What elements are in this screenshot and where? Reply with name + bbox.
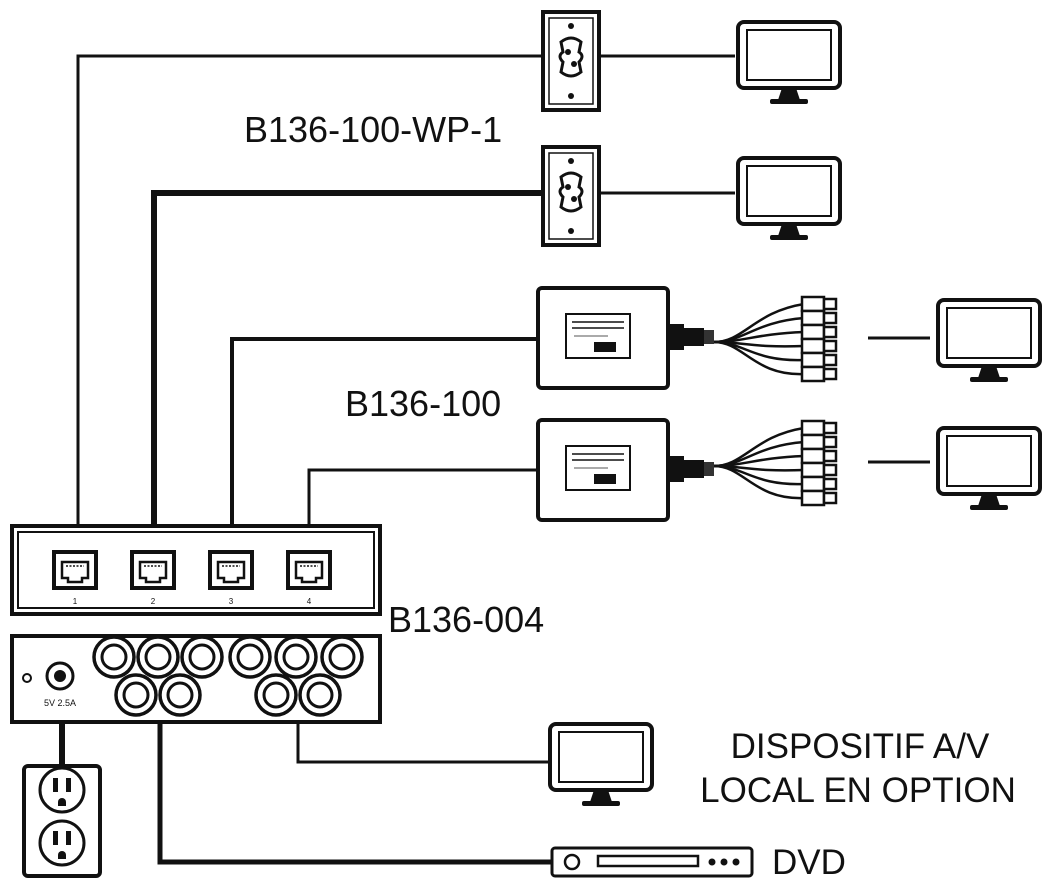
bnc-connector-icon <box>158 673 202 717</box>
monitor-icon <box>736 20 842 106</box>
wallplate-to-monitor-cables <box>599 54 735 195</box>
monitor-icon <box>936 298 1042 384</box>
cat5-cable-1 <box>76 54 543 566</box>
rj45-port-icon <box>286 550 332 590</box>
bnc-connector-icon <box>274 635 318 679</box>
port-number: 1 <box>73 597 78 606</box>
sender-model-label: B136-004 <box>388 599 544 640</box>
power-led-icon <box>22 673 32 683</box>
cat5-cable-3 <box>230 337 538 566</box>
rca-fanout-icon <box>712 419 838 507</box>
port-number: 4 <box>307 597 312 606</box>
receiver-box-icon <box>536 418 716 522</box>
wall-plate-icon <box>541 10 601 112</box>
rj45-port-icon <box>130 550 176 590</box>
bnc-connector-icon <box>136 635 180 679</box>
monitor-icon <box>548 722 654 808</box>
receiver-box-icon <box>536 286 716 390</box>
port-number: 2 <box>151 597 156 606</box>
monitor-icon <box>736 156 842 242</box>
power-outlet-icon <box>22 764 102 878</box>
receiver-model-label: B136-100 <box>345 383 501 424</box>
local-av-label-line2: LOCAL EN OPTION <box>700 771 1016 810</box>
rj45-port-icon <box>208 550 254 590</box>
dvd-player-icon <box>550 846 754 878</box>
rj45-port-icon <box>52 550 98 590</box>
bnc-connector-icon <box>298 673 342 717</box>
bnc-connector-icon <box>228 635 272 679</box>
sender-rj45-panel: 1 2 3 4 <box>10 524 382 616</box>
bnc-connector-icon <box>114 673 158 717</box>
bnc-connector-icon <box>320 635 364 679</box>
local-av-label-line1: DISPOSITIF A/V <box>731 727 990 766</box>
dvd-input-cable <box>157 698 552 865</box>
dvd-label: DVD <box>772 843 846 881</box>
receiver-box-1 <box>536 286 838 390</box>
rca-fanout-icon <box>712 295 838 383</box>
cat5-cable-2 <box>151 190 543 566</box>
bnc-connector-icon <box>92 635 136 679</box>
bnc-connector-icon <box>180 635 224 679</box>
port-number: 3 <box>229 597 234 606</box>
bnc-connector-icon <box>254 673 298 717</box>
power-label: 5V 2.5A <box>44 698 76 708</box>
wall-plate-icon <box>541 145 601 247</box>
receiver-box-2 <box>536 418 838 522</box>
monitor-icon <box>936 426 1042 512</box>
wall-plate-model-label: B136-100-WP-1 <box>244 109 502 150</box>
rca-to-monitor-cables <box>868 336 930 464</box>
sender-bnc-panel: 5V 2.5A <box>10 634 382 724</box>
